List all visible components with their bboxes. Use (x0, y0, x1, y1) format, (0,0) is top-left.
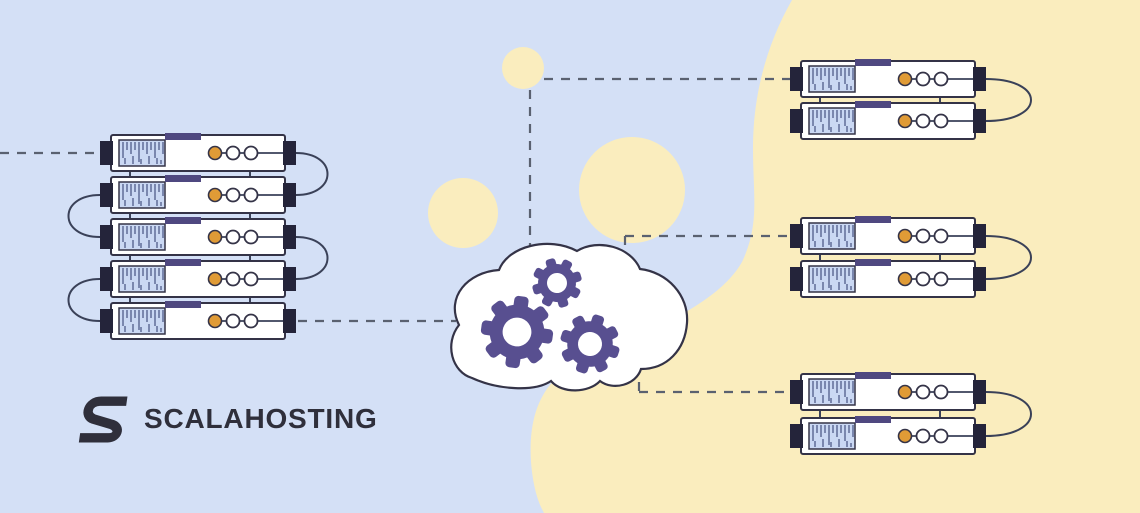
scalahosting-logo: SCALAHOSTING (70, 389, 378, 449)
dashed-connector-cloud-bottom-right (637, 382, 790, 394)
accent-circle-small (502, 47, 544, 89)
background-blob (530, 0, 1140, 513)
server-cables (67, 78, 1032, 437)
brand-name: SCALAHOSTING (144, 403, 378, 434)
left-server-stack (99, 132, 297, 340)
rack-joiners (129, 97, 941, 418)
accent-circle-large (579, 137, 685, 243)
dashed-connector-cloud-top-right (528, 77, 790, 256)
accent-circle-medium (428, 178, 498, 248)
brand-s-icon (78, 396, 128, 443)
